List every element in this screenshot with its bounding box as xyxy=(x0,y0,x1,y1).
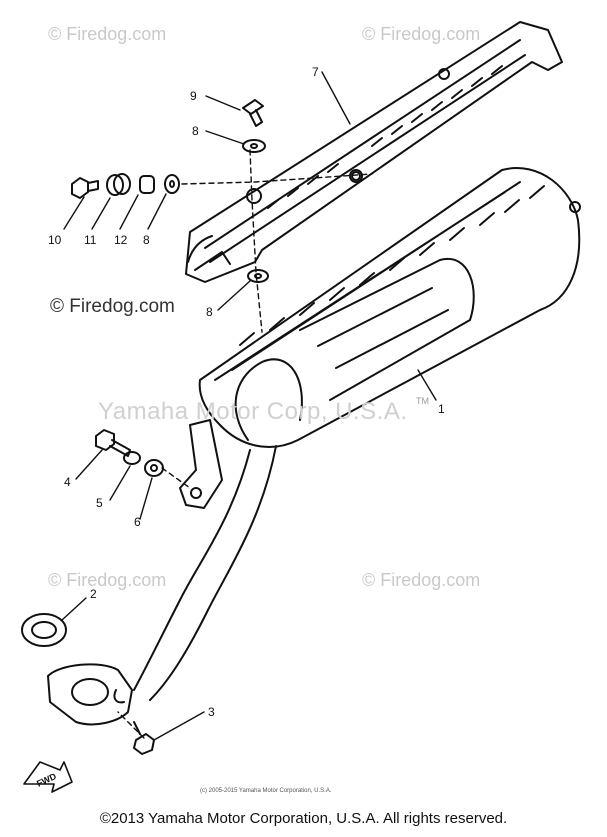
callout-8-left: 8 xyxy=(143,233,150,247)
callout-10: 10 xyxy=(48,233,62,247)
assembly-lines xyxy=(117,149,373,739)
footer-copyright: ©2013 Yamaha Motor Corporation, U.S.A. A… xyxy=(99,810,508,827)
callout-11: 11 xyxy=(84,233,97,247)
inner-copyright: (c) 2005-2015 Yamaha Motor Corporation, … xyxy=(200,788,332,794)
fwd-label: FWD xyxy=(35,771,58,789)
watermark-top-left: © Firedog.com xyxy=(48,24,167,44)
callout-7: 7 xyxy=(312,65,319,79)
watermark-top-right: © Firedog.com xyxy=(362,24,481,44)
watermark-lower-left: © Firedog.com xyxy=(48,570,167,590)
callout-12: 12 xyxy=(114,233,128,247)
watermark-mid-left: © Firedog.com xyxy=(50,296,175,317)
watermark-lower-right: © Firedog.com xyxy=(362,570,481,590)
leader-lines xyxy=(61,71,437,741)
muffler-part xyxy=(198,167,581,448)
callout-6: 6 xyxy=(134,515,141,529)
hardware-parts xyxy=(21,99,269,755)
heat-shield-part xyxy=(185,21,563,283)
callout-8-mid: 8 xyxy=(206,305,213,319)
callout-4: 4 xyxy=(64,475,71,489)
callout-1: 1 xyxy=(438,402,445,416)
callout-9: 9 xyxy=(190,89,197,103)
callout-2: 2 xyxy=(90,587,97,601)
forward-arrow-icon xyxy=(23,761,73,793)
trademark-mark: TM xyxy=(416,396,429,406)
callout-5: 5 xyxy=(96,496,103,510)
exhaust-pipe-part xyxy=(47,419,277,726)
watermark-center: Yamaha Motor Corp, U.S.A. xyxy=(98,398,408,425)
callout-3: 3 xyxy=(208,705,215,719)
callout-8-top: 8 xyxy=(192,124,199,138)
